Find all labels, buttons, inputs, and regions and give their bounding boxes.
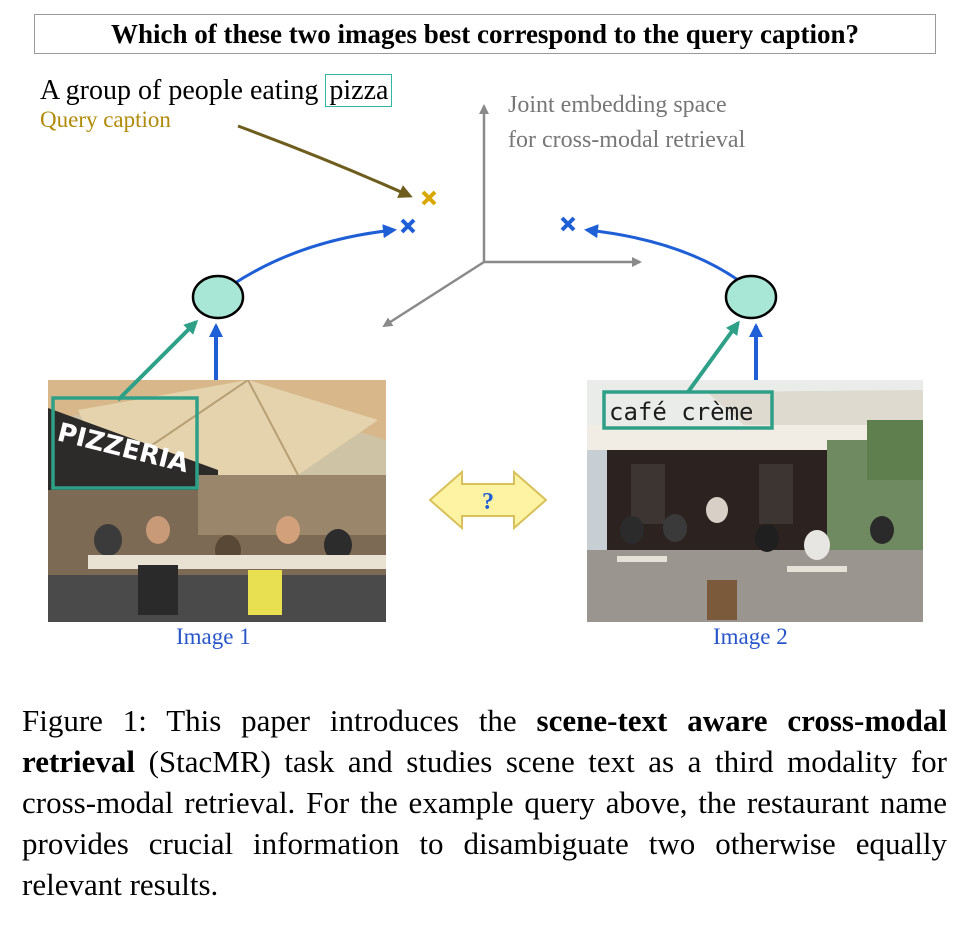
image-2-photo: café crème bbox=[587, 380, 923, 622]
image-1-fusion-node bbox=[191, 274, 245, 320]
image-1-projection-arrow bbox=[231, 224, 397, 287]
image-1-scene-text-box bbox=[51, 396, 199, 490]
image-1-photo: PIZZERIA bbox=[48, 380, 386, 622]
figure-caption-bold-term: scene-text aware cross-modal retrieval bbox=[22, 703, 947, 779]
query-highlight-word: pizza bbox=[325, 74, 393, 107]
image-1-label: Image 1 bbox=[176, 624, 251, 649]
pizzeria-scene-illustration: PIZZERIA bbox=[48, 380, 386, 622]
query-caption-label: Query caption bbox=[40, 107, 171, 132]
image-1-embedding-marker bbox=[400, 218, 416, 234]
comparison-question-mark: ? bbox=[482, 489, 494, 515]
query-arrow bbox=[237, 124, 413, 198]
image-2-label: Image 2 bbox=[713, 624, 788, 649]
image-2-scene-text-box bbox=[602, 390, 774, 430]
query-caption-text: A group of people eating pizza bbox=[40, 72, 393, 110]
retrieval-diagram: ? bbox=[51, 104, 778, 531]
embedding-space-label-line-2: for cross-modal retrieval bbox=[508, 127, 746, 153]
figure-caption-prefix: Figure 1: This paper introduces the bbox=[22, 703, 537, 738]
query-caption-prefix: A group of people eating bbox=[40, 75, 326, 106]
cafe-scene-illustration: café crème bbox=[587, 380, 923, 622]
image-2-scene-text-arrow bbox=[686, 320, 740, 394]
query-embedding-marker bbox=[421, 190, 437, 206]
figure-caption-body: (StacMR) task and studies scene text as … bbox=[22, 744, 947, 902]
image-2-embedding-marker bbox=[560, 216, 576, 232]
embedding-space-label-line-1: Joint embedding space bbox=[508, 92, 727, 118]
question-header: Which of these two images best correspon… bbox=[34, 14, 936, 54]
image-1-scene-text-arrow bbox=[116, 319, 199, 402]
image-2-fusion-node bbox=[724, 274, 778, 320]
cafe-sign-text: café crème bbox=[609, 398, 754, 426]
axis-diagonal-arrow bbox=[382, 260, 485, 328]
image-2-projection-arrow bbox=[584, 224, 739, 282]
embedding-axes bbox=[382, 104, 642, 328]
figure-caption: Figure 1: This paper introduces the scen… bbox=[22, 700, 947, 905]
comparison-double-arrow: ? bbox=[428, 469, 548, 531]
